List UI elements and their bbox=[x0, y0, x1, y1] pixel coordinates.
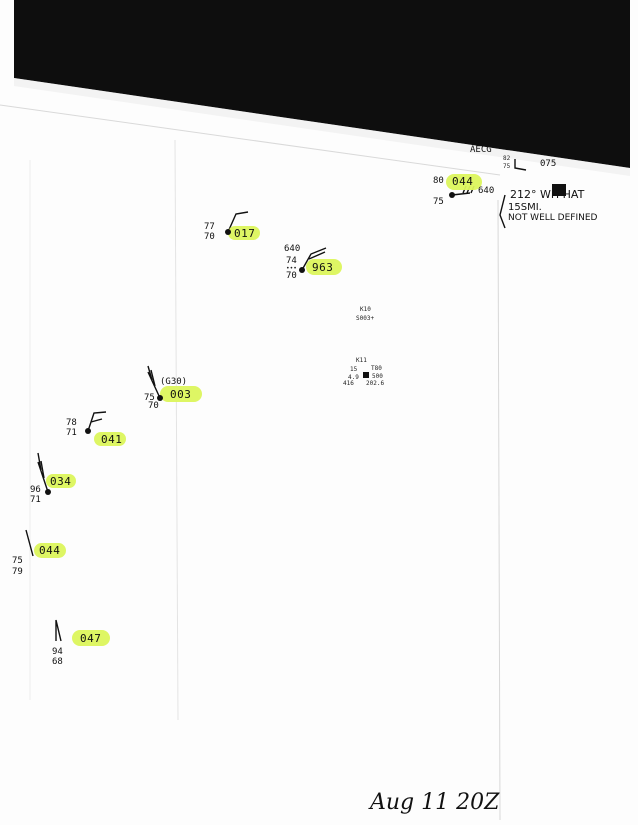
highlight-041 bbox=[94, 432, 126, 446]
pressure-003: 003 bbox=[170, 388, 192, 401]
extra-003: (G30) bbox=[160, 377, 188, 387]
station-dot-003 bbox=[157, 395, 163, 401]
dew-top-right: 75 bbox=[433, 197, 444, 207]
temp-003: 75 bbox=[144, 393, 155, 403]
dew-963: 70 bbox=[286, 271, 297, 281]
highlight-963 bbox=[306, 259, 342, 275]
wind-barb-044-left bbox=[25, 529, 34, 557]
pressure-041: 041 bbox=[101, 433, 123, 446]
aecg-dew: 75 bbox=[503, 163, 511, 170]
weather-963: ••• bbox=[286, 265, 297, 272]
station-dot-041 bbox=[85, 428, 91, 434]
date-label: Aug 11 20Z bbox=[370, 790, 500, 815]
grid-line bbox=[174, 139, 179, 721]
mid-station-1-value: S003+ bbox=[356, 315, 375, 322]
wind-barb-aecg bbox=[514, 159, 527, 171]
black-marker-square bbox=[552, 184, 566, 196]
dew-041: 71 bbox=[66, 428, 77, 438]
mid-station-2-left3: 416 bbox=[343, 380, 354, 387]
mid-station-2-right1: T80 bbox=[371, 365, 382, 372]
dew-017: 70 bbox=[204, 232, 215, 242]
aecg-temp: 82 bbox=[503, 155, 511, 162]
highlight-003 bbox=[160, 386, 202, 402]
wind-barbs bbox=[25, 159, 527, 642]
wind-barb-047 bbox=[55, 619, 62, 642]
pressure-017: 017 bbox=[234, 227, 256, 240]
wind-barb-034 bbox=[37, 452, 49, 493]
pressure-044-left: 044 bbox=[39, 544, 61, 557]
mid-station-2-right3: 202.6 bbox=[366, 380, 385, 387]
note-bracket bbox=[499, 194, 506, 229]
pressure-034: 034 bbox=[50, 475, 72, 488]
station-dot-034 bbox=[45, 489, 51, 495]
highlight-044-top bbox=[446, 174, 482, 190]
note-line-3: NOT WELL DEFINED bbox=[508, 213, 598, 223]
temp-047: 94 bbox=[52, 647, 63, 657]
temp-017: 77 bbox=[204, 222, 215, 232]
temp-top-right: 80 bbox=[433, 176, 444, 186]
scan-band-shadow bbox=[14, 78, 630, 176]
station-dot-017 bbox=[225, 229, 231, 235]
wind-barb-003 bbox=[147, 365, 161, 399]
temp-034: 96 bbox=[30, 485, 41, 495]
grid-line bbox=[497, 199, 501, 821]
temp-963: 74 bbox=[286, 256, 297, 266]
mid-station-2-top: K11 bbox=[356, 357, 367, 364]
pressure-963: 963 bbox=[312, 261, 334, 274]
aecg-pressure: 075 bbox=[540, 159, 557, 169]
dew-044-left: 79 bbox=[12, 567, 23, 577]
mid-station-2-left2: 4.9 bbox=[348, 374, 359, 381]
extra-963: 640 bbox=[284, 244, 301, 254]
extra-top-right: 640 bbox=[478, 186, 495, 196]
highlight-044-left bbox=[34, 543, 66, 558]
dew-034: 71 bbox=[30, 495, 41, 505]
highlight-017 bbox=[228, 226, 260, 240]
pressure-044-top: 044 bbox=[452, 175, 474, 188]
station-dot-963 bbox=[299, 267, 305, 273]
mid-station-square bbox=[363, 372, 369, 378]
wind-barb-041 bbox=[87, 411, 107, 432]
station-dot-top-right bbox=[449, 192, 455, 198]
highlight-047 bbox=[72, 630, 110, 646]
note-line-2: 15SMI. bbox=[508, 202, 542, 213]
dew-047: 68 bbox=[52, 657, 63, 667]
temp-041: 78 bbox=[66, 418, 77, 428]
mid-station-2-right2: 500 bbox=[372, 373, 383, 380]
grid-line bbox=[0, 104, 501, 176]
scan-band bbox=[14, 0, 630, 168]
dew-003: 70 bbox=[148, 401, 159, 411]
wind-barb-963 bbox=[301, 247, 327, 271]
mid-station-2-left1: 15 bbox=[350, 366, 358, 373]
pressure-047: 047 bbox=[80, 632, 102, 645]
temp-044-left: 75 bbox=[12, 556, 23, 566]
note-line-1: 212° WH HAT bbox=[510, 188, 585, 201]
mid-station-1-top: K10 bbox=[360, 306, 371, 313]
highlight-034 bbox=[46, 474, 76, 488]
aecg-label: AECG bbox=[470, 145, 492, 155]
